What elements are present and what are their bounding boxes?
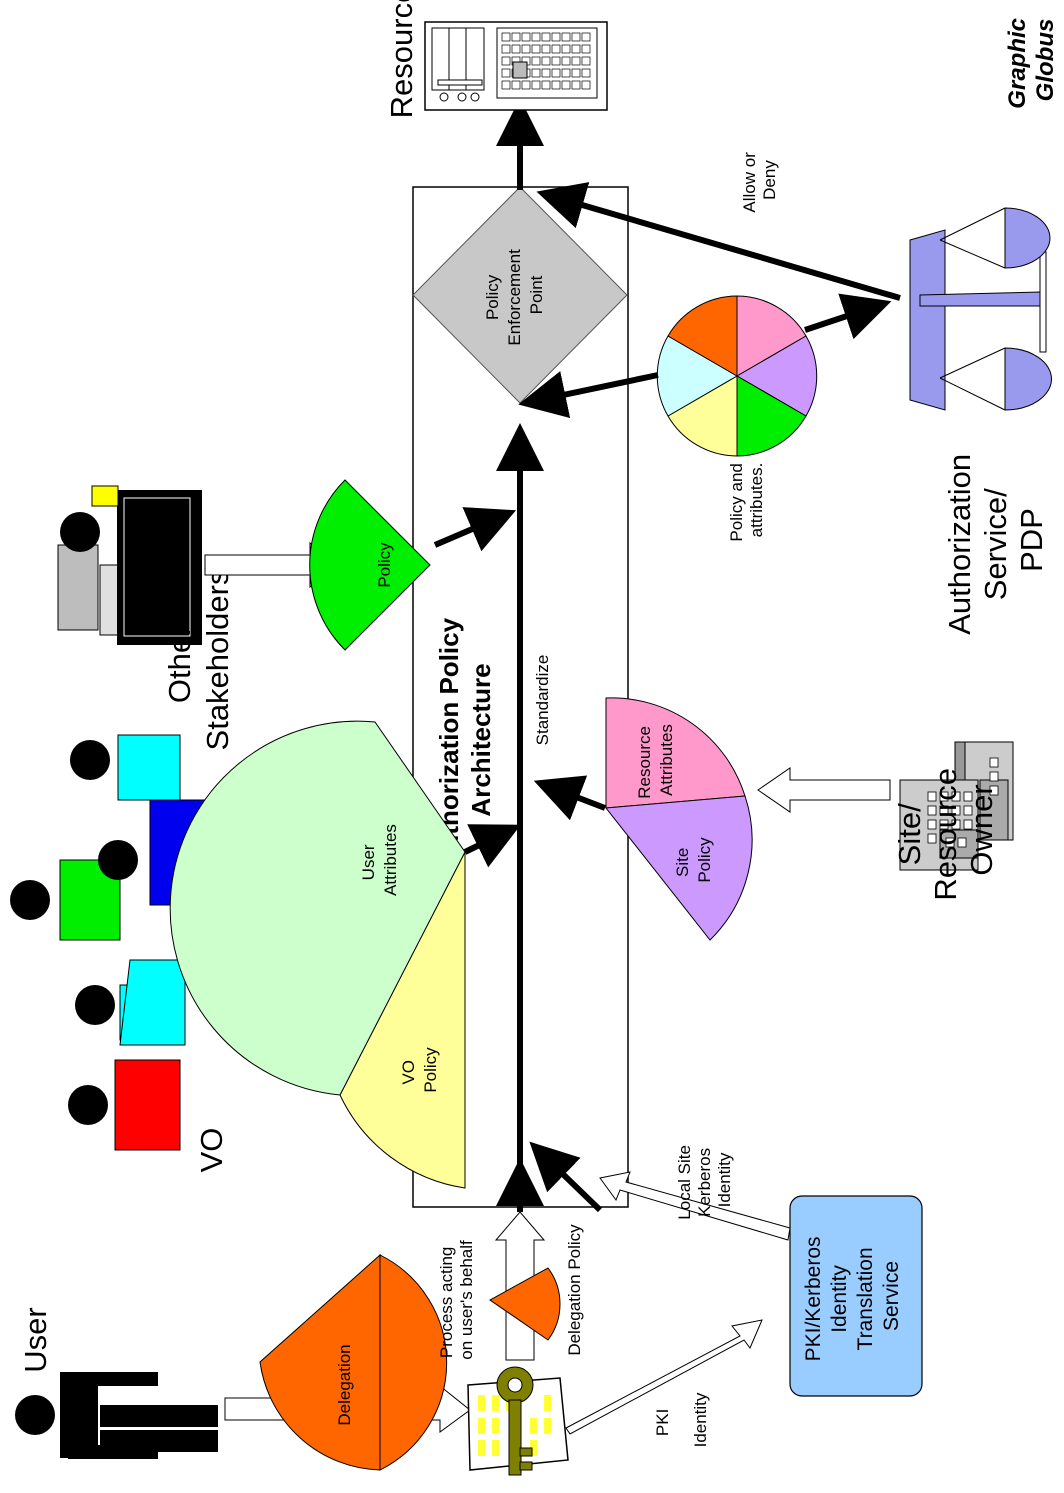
kerberos-identity-label: Local Site Kerberos Identity bbox=[675, 1140, 734, 1219]
stakeholders-icon bbox=[57, 485, 202, 645]
vo-policy-label: VO Policy bbox=[399, 1047, 440, 1093]
policy-wedge-to-spine-arrow bbox=[433, 507, 517, 552]
allow-deny-label: Allow or Deny bbox=[740, 147, 779, 212]
key-certificate-icon bbox=[467, 1366, 569, 1476]
vo-wedge-to-spine-arrow bbox=[463, 824, 521, 868]
scales-icon bbox=[909, 207, 1052, 411]
delegation-policy-label: Delegation Policy bbox=[565, 1224, 584, 1356]
site-policy-label: Site Policy bbox=[673, 837, 714, 883]
vo-label: VO bbox=[194, 1128, 229, 1173]
vo-policy-wedge bbox=[339, 851, 466, 1189]
resource-attributes-label: Resource Attributes bbox=[635, 721, 676, 799]
policy-label: Policy bbox=[375, 542, 394, 588]
user-attributes-wedge bbox=[169, 720, 466, 1096]
standardize-label: Standardize bbox=[533, 655, 552, 746]
site-to-wedge-arrow bbox=[757, 767, 891, 813]
translation-service-label: PKI/Kerberos Identity Translation Servic… bbox=[802, 1231, 903, 1362]
delegation-policy-wedge bbox=[489, 1267, 561, 1341]
pep-label: Policy Enforcement Point bbox=[483, 244, 546, 345]
delegation-label: Delegation bbox=[335, 1344, 354, 1425]
delegation-wedge bbox=[379, 1254, 448, 1471]
resource-computer-icon bbox=[424, 21, 608, 111]
user-label: User bbox=[18, 1307, 53, 1372]
resource-attributes-wedge bbox=[605, 697, 746, 809]
site-owner-label: Site/ Resource Owner bbox=[892, 759, 999, 900]
process-acting-label: Process acting on user's behalf bbox=[437, 1240, 476, 1360]
translation-to-spine-arrow bbox=[599, 1171, 791, 1241]
resource-label: Resource bbox=[384, 0, 419, 118]
building-icon bbox=[899, 741, 1014, 871]
policy-attributes-pie bbox=[656, 295, 818, 457]
pie-to-pdp-line bbox=[804, 293, 892, 340]
key-to-translation-arrow bbox=[565, 1319, 763, 1435]
authz-service-label: Authorization Service/ PDP bbox=[942, 445, 1049, 635]
policy-wedge bbox=[309, 479, 431, 651]
pie-to-pep-arrow bbox=[518, 371, 659, 419]
credit-label: Graphic Globus bbox=[1004, 11, 1059, 108]
allow-deny-arrow bbox=[536, 182, 901, 301]
site-policy-wedge bbox=[605, 795, 753, 941]
kerberos-to-spine-arrow bbox=[529, 1141, 603, 1213]
user-attributes-label: User Attributes bbox=[359, 824, 400, 896]
translation-service-box bbox=[789, 1195, 923, 1397]
policy-attributes-label: Policy and attributes. bbox=[727, 458, 766, 541]
site-wedge-to-spine-arrow bbox=[533, 775, 607, 821]
user-icon bbox=[15, 1372, 218, 1459]
pki-identity-label: PKI Identity bbox=[653, 1392, 710, 1447]
other-stakeholders-label: Other Stakeholders bbox=[162, 570, 235, 751]
